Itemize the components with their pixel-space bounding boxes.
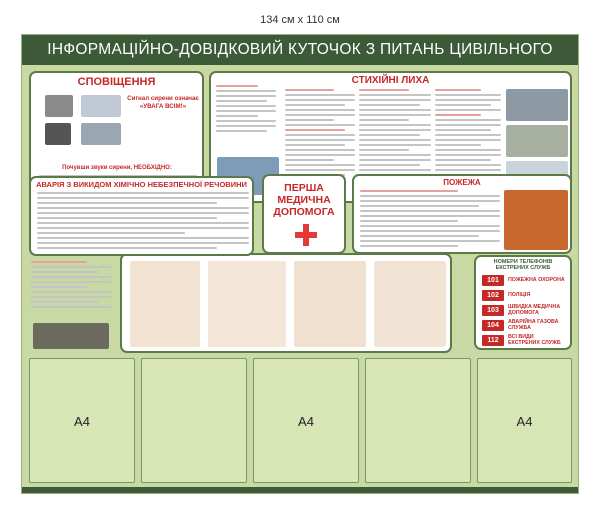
pocket-label: А4 bbox=[74, 414, 90, 429]
chemical-actions-text bbox=[31, 261, 111, 311]
chemical-panel: АВАРІЯ З ВИКИДОМ ХІМІЧНО НЕБЕЗПЕЧНОЇ РЕЧ… bbox=[29, 176, 254, 256]
a4-pocket-2[interactable] bbox=[141, 358, 247, 483]
fire-panel: ПОЖЕЖА bbox=[352, 174, 572, 254]
disasters-title: СТИХІЙНІ ЛИХА bbox=[351, 75, 430, 86]
phone-row-3: 103 ШВИДКА МЕДИЧНА ДОПОМОГА bbox=[482, 304, 564, 316]
a4-pocket-5[interactable]: А4 bbox=[477, 358, 572, 483]
fire-text bbox=[360, 190, 500, 250]
phone-number: 104 bbox=[482, 320, 504, 331]
chemical-title: АВАРІЯ З ВИКИДОМ ХІМІЧНО НЕБЕЗПЕЧНОЇ РЕЧ… bbox=[36, 180, 247, 189]
first-aid-title: ПЕРША МЕДИЧНА ДОПОМОГА bbox=[273, 182, 335, 218]
phone-name: ПОЛІЦІЯ bbox=[508, 292, 531, 298]
phone-name: ПОЖЕЖНА ОХОРОНА bbox=[508, 277, 565, 283]
first-aid-image-3 bbox=[294, 261, 366, 347]
fire-photo bbox=[504, 190, 568, 250]
disasters-text-col3 bbox=[359, 89, 431, 179]
pocket-label: А4 bbox=[298, 414, 314, 429]
pocket-label: А4 bbox=[516, 414, 533, 429]
disasters-text-col4 bbox=[435, 89, 501, 174]
disasters-text-col2 bbox=[285, 89, 355, 179]
chemical-photo bbox=[33, 323, 109, 349]
phone-number: 101 bbox=[482, 275, 504, 286]
dimensions-label: 134 см х 110 см bbox=[260, 14, 340, 26]
a4-pocket-3[interactable]: А4 bbox=[253, 358, 359, 483]
a4-pocket-1[interactable]: А4 bbox=[29, 358, 135, 483]
phone-number: 102 bbox=[482, 290, 504, 301]
phone-name: АВАРІЙНА ГАЗОВА СЛУЖБА bbox=[508, 319, 559, 331]
phone-row-5: 112 ВСІ ВИДИ ЕКСТРЕНИХ СЛУЖБ bbox=[482, 334, 564, 346]
info-board: ІНФОРМАЦІЙНО-ДОВІДКОВИЙ КУТОЧОК З ПИТАНЬ… bbox=[21, 34, 579, 494]
siren-photo bbox=[45, 95, 73, 117]
emergency-phones-panel: НОМЕРИ ТЕЛЕФОНІВ ЕКСТРЕНИХ СЛУЖБ 101 ПОЖ… bbox=[474, 255, 572, 350]
phone-name: ВСІ ВИДИ ЕКСТРЕНИХ СЛУЖБ bbox=[508, 334, 561, 346]
a4-pocket-4[interactable] bbox=[365, 358, 471, 483]
siren-heading: Почувши звуки сирени, НЕОБХІДНО: bbox=[62, 165, 172, 171]
first-aid-image-1 bbox=[130, 261, 200, 347]
radio-photo bbox=[45, 123, 71, 145]
phone-row-4: 104 АВАРІЙНА ГАЗОВА СЛУЖБА bbox=[482, 319, 564, 331]
board-bottom-bar bbox=[22, 487, 578, 493]
phone-name: ШВИДКА МЕДИЧНА ДОПОМОГА bbox=[508, 304, 561, 316]
chemical-text bbox=[37, 192, 249, 252]
first-aid-image-2 bbox=[208, 261, 286, 347]
phone-row-2: 102 ПОЛІЦІЯ bbox=[482, 290, 564, 301]
phone-number: 103 bbox=[482, 305, 504, 316]
disasters-text-col1 bbox=[216, 85, 276, 135]
first-aid-illustrations bbox=[120, 253, 452, 353]
fire-title: ПОЖЕЖА bbox=[443, 178, 481, 187]
emergency-phones-title: НОМЕРИ ТЕЛЕФОНІВ ЕКСТРЕНИХ СЛУЖБ bbox=[493, 259, 553, 271]
first-aid-image-4 bbox=[374, 261, 446, 347]
notification-title: СПОВІЩЕННЯ bbox=[77, 76, 156, 88]
car-photo bbox=[81, 95, 121, 117]
storm-photo-2 bbox=[506, 125, 568, 157]
board-title: ІНФОРМАЦІЙНО-ДОВІДКОВИЙ КУТОЧОК З ПИТАНЬ… bbox=[22, 35, 578, 88]
phone-row-1: 101 ПОЖЕЖНА ОХОРОНА bbox=[482, 275, 565, 286]
tv-photo bbox=[81, 123, 121, 145]
phone-number: 112 bbox=[482, 335, 504, 346]
siren-text: Сигнал сирени означає «УВАГА ВСІМ!» bbox=[127, 95, 199, 110]
storm-photo-1 bbox=[506, 89, 568, 121]
chemical-actions-panel bbox=[29, 257, 113, 351]
first-aid-panel: ПЕРША МЕДИЧНА ДОПОМОГА bbox=[262, 174, 346, 254]
red-cross-icon bbox=[295, 224, 317, 246]
